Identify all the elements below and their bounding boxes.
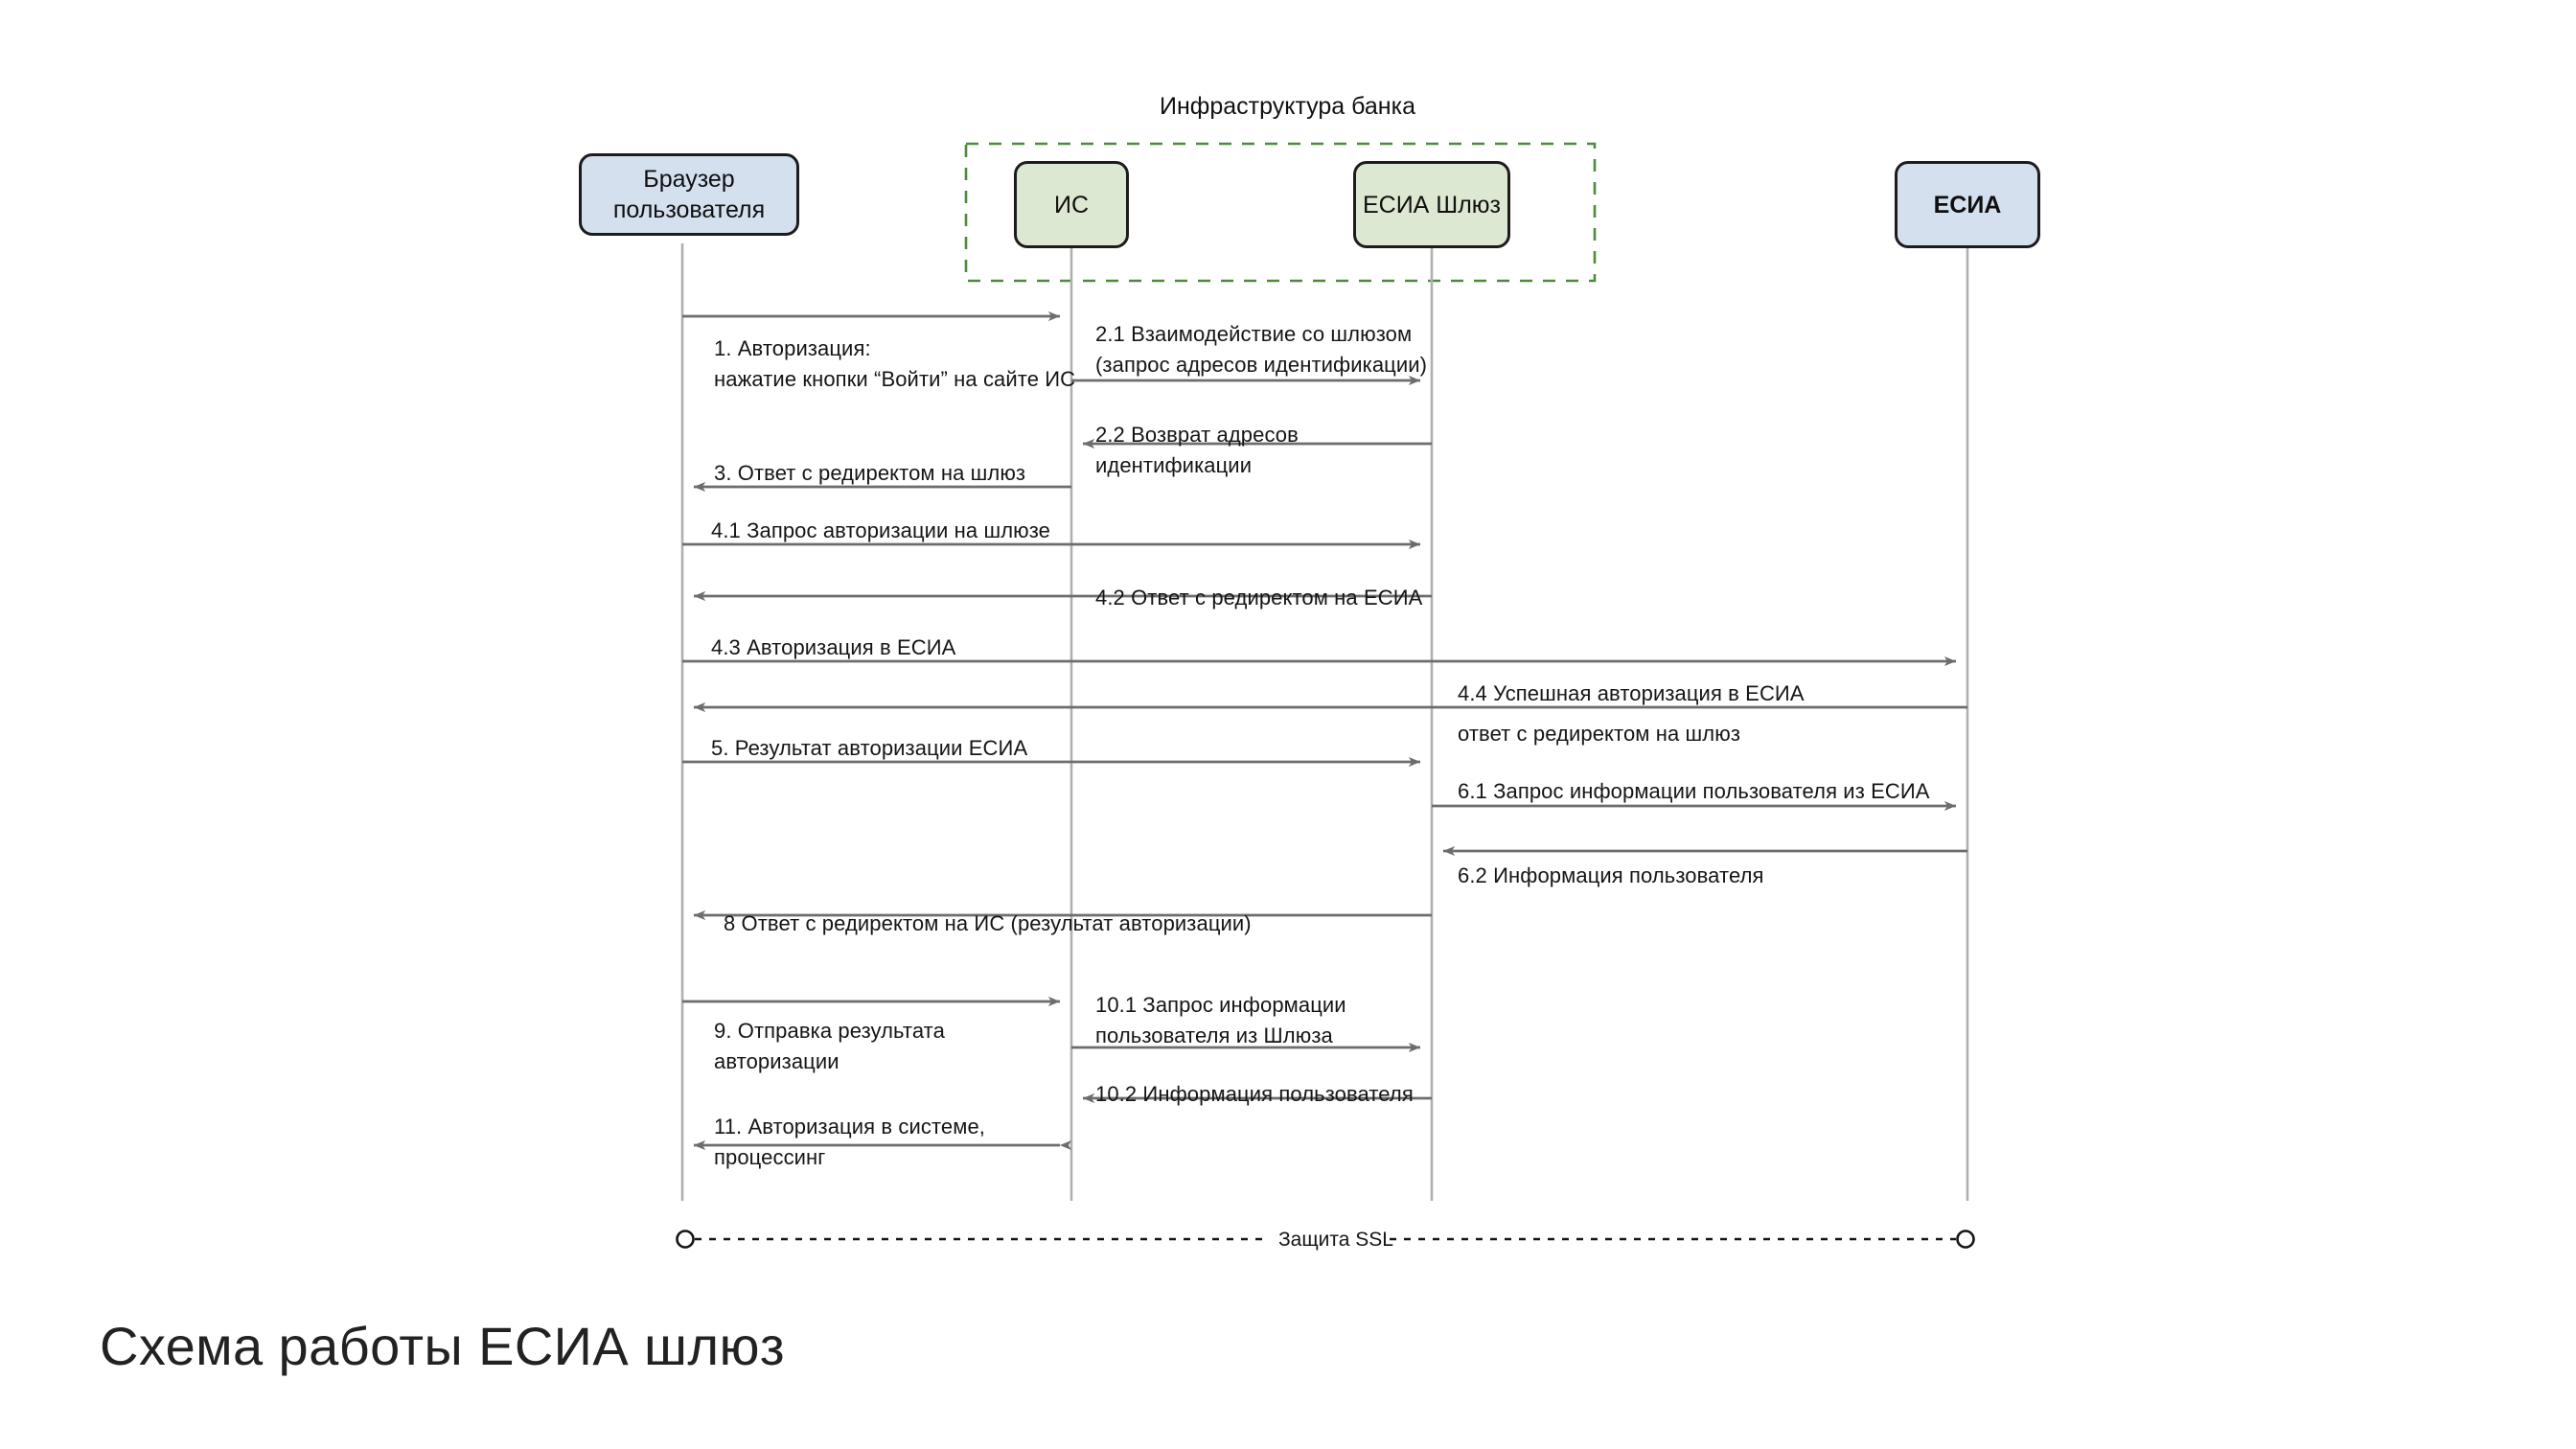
bank-infrastructure-frame <box>964 142 1597 283</box>
message-label-14: 9. Отправка результата авторизации <box>714 1019 945 1074</box>
ssl-endpoint-left <box>676 1230 695 1249</box>
bank-infrastructure-label: Инфраструктура банка <box>1160 93 1415 120</box>
diagram-title: Схема работы ЕСИА шлюз <box>100 1316 785 1376</box>
message-label-8: 4.4 Успешная авторизация в ЕСИА <box>1458 681 1805 705</box>
message-label-16: 10.2 Информация пользователя <box>1095 1082 1414 1106</box>
message-label-13: 8 Ответ с редиректом на ИС (результат ав… <box>724 911 1252 935</box>
ssl-endpoint-right <box>1956 1230 1975 1249</box>
participant-esia-label: ЕСИА <box>1933 191 2002 218</box>
message-label-15: 10.1 Запрос информации пользователя из Ш… <box>1095 993 1346 1048</box>
message-label-5: 4.1 Запрос авторизации на шлюзе <box>711 518 1051 542</box>
message-label-9: ответ с редиректом на шлюз <box>1458 722 1741 746</box>
message-label-12: 6.2 Информация пользователя <box>1458 863 1764 887</box>
participant-gateway[interactable]: ЕСИА Шлюз <box>1353 161 1510 248</box>
message-label-3: 2.2 Возврат адресов идентификации <box>1095 423 1299 478</box>
ssl-protection-label: Защита SSL <box>1278 1229 1393 1251</box>
participant-esia[interactable]: ЕСИА <box>1895 161 2040 248</box>
message-label-6: 4.2 Ответ с редиректом на ЕСИА <box>1095 586 1423 610</box>
message-label-17: 11. Авторизация в системе, процессинг <box>714 1115 985 1170</box>
message-label-11: 6.1 Запрос информации пользователя из ЕС… <box>1458 779 1930 803</box>
message-label-7: 4.3 Авторизация в ЕСИА <box>711 635 956 659</box>
message-label-4: 3. Ответ с редиректом на шлюз <box>714 461 1026 485</box>
participant-browser[interactable]: Браузер пользователя <box>579 153 799 236</box>
message-label-1: 1. Авторизация: нажатие кнопки “Войти” н… <box>714 336 1076 392</box>
participant-is-label: ИС <box>1053 191 1090 218</box>
message-label-10: 5. Результат авторизации ЕСИА <box>711 736 1028 760</box>
ssl-protection-line <box>676 1230 1975 1249</box>
message-label-2: 2.1 Взаимодействие со шлюзом (запрос адр… <box>1095 322 1428 378</box>
participant-gateway-label: ЕСИА Шлюз <box>1362 191 1502 218</box>
participant-is[interactable]: ИС <box>1014 161 1129 248</box>
participant-browser-label: Браузер пользователя <box>612 166 766 223</box>
